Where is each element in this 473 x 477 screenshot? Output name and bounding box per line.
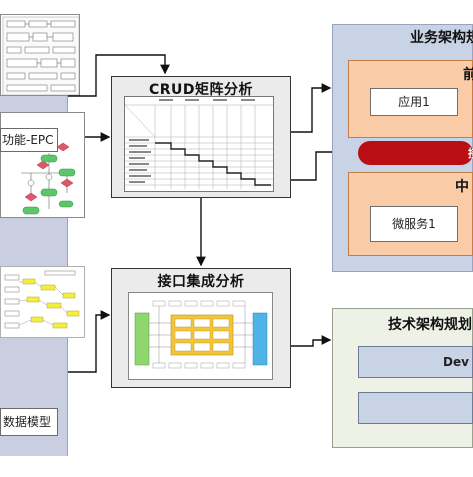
interface-bar-label: 接 (468, 145, 473, 161)
data-model-label-box: 数据模型 (0, 408, 58, 436)
interface-integration-graphic (134, 300, 268, 369)
tech-layer-box-2 (358, 392, 473, 424)
interface-integration-image (128, 292, 273, 380)
devops-label: Dev (443, 355, 469, 369)
arrow-process-to-crud (68, 54, 170, 97)
flow-model-thumbnail (0, 266, 85, 338)
epc-diagram-image (21, 142, 76, 215)
app1-label: 应用1 (398, 95, 430, 109)
middle-layer-label: 中 (455, 179, 469, 195)
arrow-model-to-interface (68, 310, 111, 373)
process-diagram-image (2, 16, 80, 96)
devops-box: Dev (358, 346, 473, 378)
crud-matrix-image (124, 96, 274, 192)
interface-bar: 接 (358, 141, 473, 165)
arrow-crud-to-business (291, 83, 332, 133)
crud-panel-title: CRUD矩阵分析 (148, 82, 254, 98)
data-model-label: 数据模型 (3, 415, 52, 429)
front-layer-label: 前 (463, 67, 473, 83)
flow-model-image (4, 270, 80, 329)
interface-panel-title: 接口集成分析 (157, 274, 245, 290)
microservice1-label: 微服务1 (392, 217, 436, 231)
process-diagram-thumbnail (0, 14, 80, 96)
app1-box: 应用1 (370, 88, 458, 116)
tech-architecture-panel (332, 308, 473, 448)
epc-label: 功能-EPC (2, 133, 54, 147)
tech-panel-title: 技术架构规划 (388, 317, 472, 333)
business-panel-title: 业务架构规划 (410, 30, 473, 46)
microservice1-box: 微服务1 (370, 206, 458, 242)
epc-label-box: 功能-EPC (0, 128, 58, 152)
crud-matrix-table-graphic (125, 99, 273, 189)
arrow-interface-to-tech (291, 335, 332, 347)
